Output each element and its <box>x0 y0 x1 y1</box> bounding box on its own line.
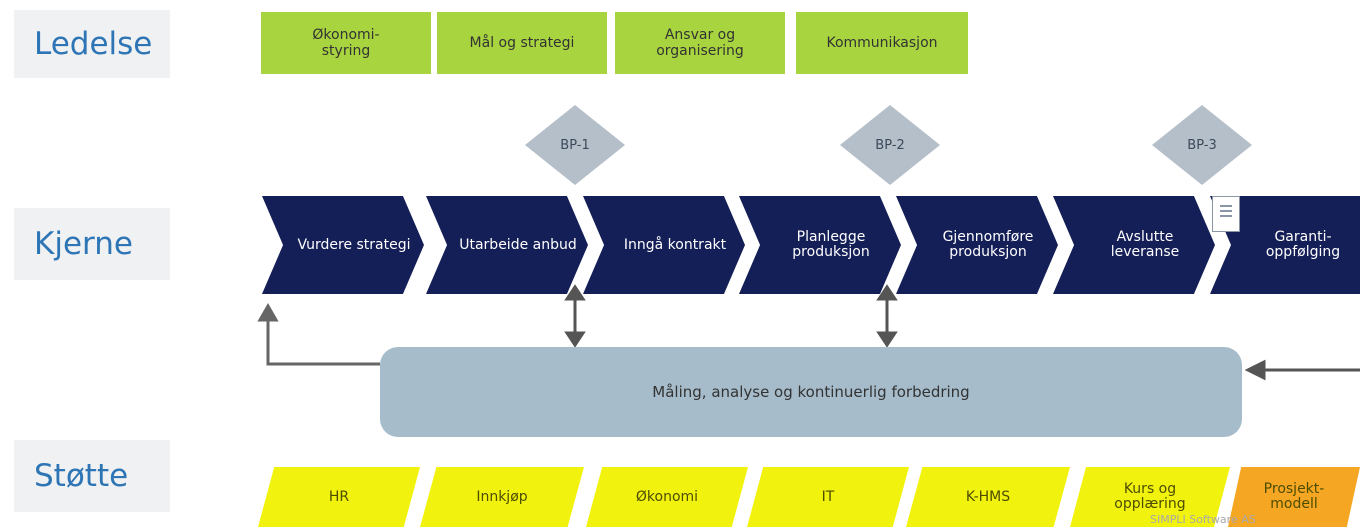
management-box-responsibility: Ansvar og organisering <box>615 12 785 74</box>
row-label-kjerne: Kjerne <box>14 208 170 280</box>
support-box-it: IT <box>747 467 909 527</box>
support-box-khms: K-HMS <box>906 467 1070 527</box>
improvement-bar: Måling, analyse og kontinuerlig forbedri… <box>380 347 1242 437</box>
management-box-economy: Økonomi- styring <box>261 12 431 74</box>
management-box-goals: Mål og strategi <box>437 12 607 74</box>
core-step-assess-strategy: Vurdere strategi <box>262 196 424 294</box>
support-box-economy: Økonomi <box>586 467 748 527</box>
support-box-hr: HR <box>258 467 420 527</box>
row-label-ledelse: Ledelse <box>14 10 170 78</box>
feedback-arrow-left <box>257 302 380 366</box>
watermark: SIMPLI Software AS <box>1150 513 1256 526</box>
document-icon <box>1212 196 1240 232</box>
core-step-execute-production: Gjennomføre produksjon <box>896 196 1058 294</box>
core-step-prepare-bid: Utarbeide anbud <box>426 196 588 294</box>
support-box-project-model: Prosjekt- modell <box>1228 467 1360 527</box>
core-step-warranty: Garanti- oppfølging <box>1210 196 1360 294</box>
core-step-contract: Inngå kontrakt <box>583 196 745 294</box>
double-arrow-production <box>876 284 898 348</box>
row-label-stotte: Støtte <box>14 440 170 512</box>
core-step-finish-delivery: Avslutte leveranse <box>1053 196 1215 294</box>
management-box-communication: Kommunikasjon <box>796 12 968 74</box>
support-box-courses: Kurs og opplæring <box>1070 467 1230 527</box>
double-arrow-bid <box>564 284 586 348</box>
core-step-plan-production: Planlegge produksjon <box>739 196 901 294</box>
feedback-arrow-right <box>1244 359 1360 381</box>
support-box-procurement: Innkjøp <box>420 467 584 527</box>
